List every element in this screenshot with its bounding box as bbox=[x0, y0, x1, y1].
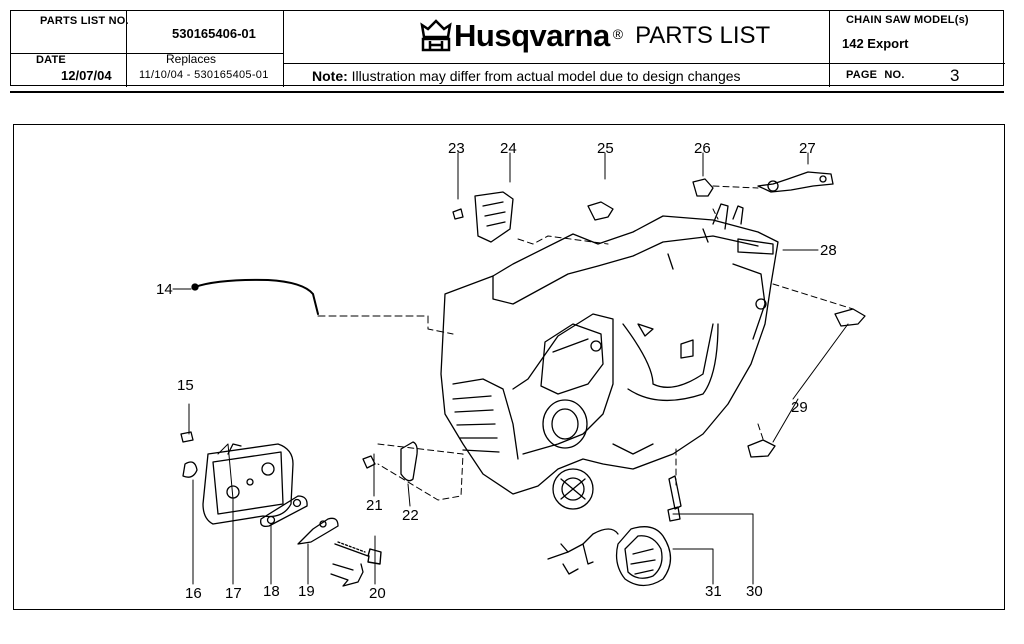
callout-17: 17 bbox=[225, 585, 242, 602]
date-label: DATE bbox=[36, 54, 66, 66]
callout-30: 30 bbox=[746, 583, 763, 600]
page-number: 3 bbox=[950, 66, 960, 85]
replaces-value: 11/10/04 - 530165405-01 bbox=[139, 69, 269, 81]
callout-18: 18 bbox=[263, 583, 280, 600]
callout-15: 15 bbox=[177, 377, 194, 394]
note-label: Note: bbox=[312, 68, 348, 84]
brand-logo: Husqvarna ® PARTS LIST bbox=[418, 18, 770, 54]
callout-22: 22 bbox=[402, 507, 419, 524]
callout-19: 19 bbox=[298, 583, 315, 600]
brand-name: Husqvarna bbox=[454, 18, 610, 53]
husqvarna-crown-icon bbox=[420, 19, 452, 52]
registered-mark: ® bbox=[612, 26, 624, 42]
callout-26: 26 bbox=[694, 140, 711, 157]
disclaimer-note: Note: Illustration may differ from actua… bbox=[312, 68, 741, 84]
callout-24: 24 bbox=[500, 140, 517, 157]
page-label: PAGE NO. bbox=[846, 69, 905, 81]
model-label: CHAIN SAW MODEL(s) bbox=[846, 14, 969, 26]
callout-21: 21 bbox=[366, 497, 383, 514]
header-rule bbox=[10, 91, 1004, 93]
replaces-label: Replaces bbox=[166, 52, 217, 66]
page-title: PARTS LIST bbox=[635, 22, 771, 49]
exploded-parts-diagram: 14 15 16 17 18 19 20 21 22 23 24 25 26 2… bbox=[156, 140, 866, 602]
callout-23: 23 bbox=[448, 140, 465, 157]
callout-25: 25 bbox=[597, 140, 614, 157]
parts-list-no-label: PARTS LIST NO. bbox=[40, 15, 129, 27]
model-value: 142 Export bbox=[842, 36, 909, 51]
leader-lines bbox=[172, 152, 854, 585]
note-text: Illustration may differ from actual mode… bbox=[351, 68, 741, 84]
callout-29: 29 bbox=[791, 399, 808, 416]
callout-28: 28 bbox=[820, 242, 837, 259]
callout-14: 14 bbox=[156, 281, 173, 298]
callout-31: 31 bbox=[705, 583, 722, 600]
small-parts bbox=[180, 171, 866, 587]
diagram-frame bbox=[13, 124, 1005, 610]
header-table bbox=[10, 10, 1005, 87]
clutch-cover-body bbox=[440, 203, 779, 510]
callout-20: 20 bbox=[369, 585, 386, 602]
callout-27: 27 bbox=[799, 140, 816, 157]
date-value: 12/07/04 bbox=[61, 68, 112, 83]
callout-numbers: 14 15 16 17 18 19 20 21 22 23 24 25 26 2… bbox=[156, 140, 837, 602]
parts-list-no: 530165406-01 bbox=[172, 26, 256, 41]
callout-16: 16 bbox=[185, 585, 202, 602]
